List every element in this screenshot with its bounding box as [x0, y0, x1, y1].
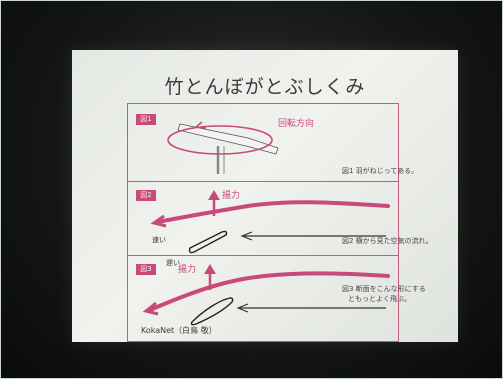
lift-arrowhead: [208, 190, 220, 200]
rotation-arrowhead: [194, 121, 207, 129]
lift-label: 揚力: [222, 189, 240, 201]
rotation-label: 回転方向: [278, 117, 314, 129]
lift-label-3: 揚力: [178, 263, 196, 275]
diagram-frame: 図1 図2 図3 回転方向 揚力 速: [127, 103, 399, 342]
panel-divider: [128, 181, 398, 182]
figure-3-caption-line1: 図3 断面をこんな形にする: [342, 285, 426, 293]
propeller-blade: [177, 123, 279, 155]
slow-label: 遅い: [166, 259, 180, 267]
projection-screen: 竹とんぼがとぶしくみ 図1 図2 図3 回転方向 揚力: [72, 50, 458, 342]
incoming-flow-head: [240, 231, 253, 241]
airflow-figure: 揚力 速い 遅い: [150, 189, 390, 267]
upper-flow-arrow-3: [148, 271, 390, 312]
fast-label: 速い: [152, 236, 166, 244]
figure-1-tag: 図1: [136, 114, 156, 125]
curved-wing-section: [190, 297, 234, 326]
lift-arrowhead-3: [204, 264, 216, 274]
upper-flow-head: [150, 214, 167, 228]
wing-section: [188, 230, 228, 254]
figure-2-tag: 図2: [136, 190, 156, 201]
propeller-figure: 回転方向: [167, 117, 314, 174]
incoming-flow-head-3: [236, 303, 249, 313]
figure-3-tag: 図3: [136, 264, 156, 275]
slide-credit: KokaNet（白鳥 敬）: [141, 326, 217, 335]
panel-divider: [128, 255, 398, 256]
figure-2-caption: 図2 横から見た空気の流れ。: [342, 237, 433, 245]
diagram-drawing: 回転方向 揚力 速い 遅い 揚力: [142, 117, 390, 326]
figure-3-caption-line2: ともっとよく飛ぶ。: [348, 295, 411, 303]
rotation-arc: [167, 125, 273, 155]
upper-flow-arrow: [156, 200, 390, 224]
upper-flow-head-3: [142, 301, 159, 316]
cross-section-figure: 揚力: [142, 263, 390, 326]
slide-title: 竹とんぼがとぶしくみ: [164, 76, 366, 98]
figure-1-caption: 図1 羽がねじってある。: [342, 167, 419, 175]
